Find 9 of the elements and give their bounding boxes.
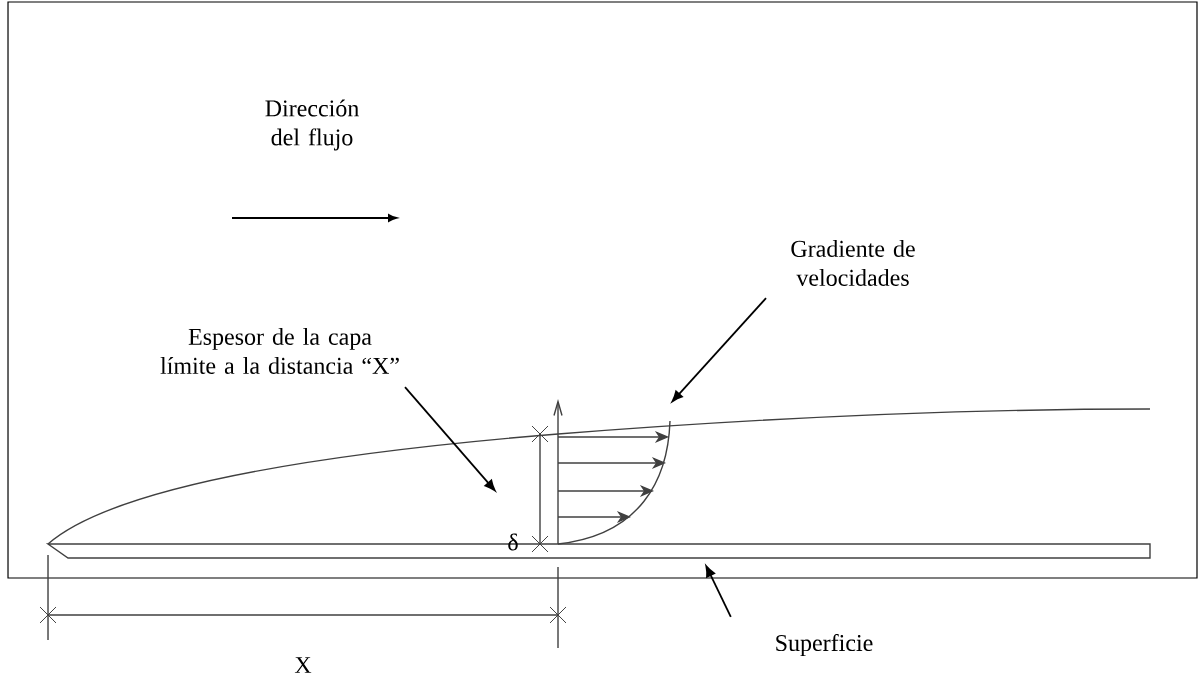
text-label: Superficie <box>776 634 873 656</box>
text-label: Dirección del flujo <box>265 99 359 151</box>
dimension-label: X <box>294 657 312 673</box>
leader-arrow <box>671 297 767 403</box>
leader-arrow <box>404 386 496 492</box>
velocity-profile-drawing <box>553 399 671 545</box>
text-label: Gradiente de velocidades <box>791 240 915 286</box>
text-label: Espesor de la capa límite a la distancia “X” <box>160 328 399 374</box>
leader-arrow <box>705 565 732 618</box>
